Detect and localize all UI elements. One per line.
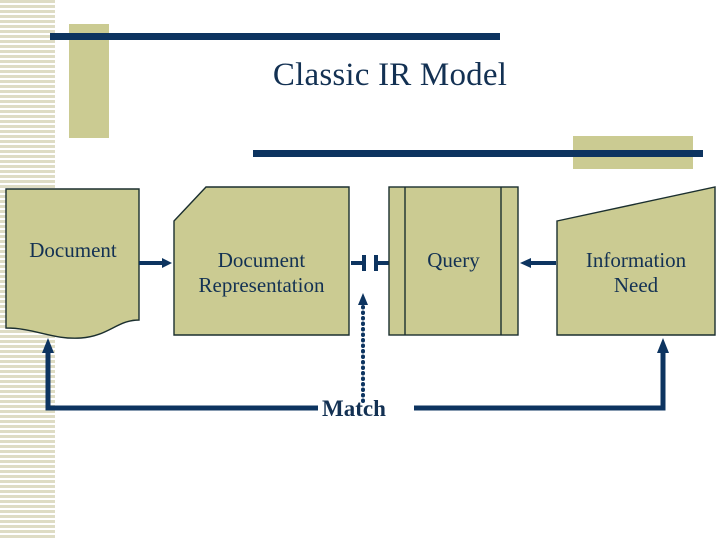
node-information-need[interactable]: Information Need <box>556 186 716 336</box>
header-rule-bottom <box>253 150 703 157</box>
edge-match-to-document-elbow <box>38 335 318 415</box>
edge-document-to-representation <box>139 255 173 271</box>
node-query[interactable]: Query <box>388 186 519 336</box>
edge-match-to-information-need-elbow <box>410 335 675 415</box>
page-title: Classic IR Model <box>272 57 508 93</box>
node-document-representation[interactable]: Document Representation <box>173 186 350 336</box>
header-accent-block-left <box>69 24 109 138</box>
edge-information-need-to-query <box>520 255 556 271</box>
node-document[interactable]: Document <box>5 188 141 340</box>
match-label: Match <box>322 396 386 421</box>
header-rule-top <box>50 33 500 40</box>
edge-match-to-representation-dotted <box>356 293 370 403</box>
edge-representation-query-gap <box>351 252 389 274</box>
